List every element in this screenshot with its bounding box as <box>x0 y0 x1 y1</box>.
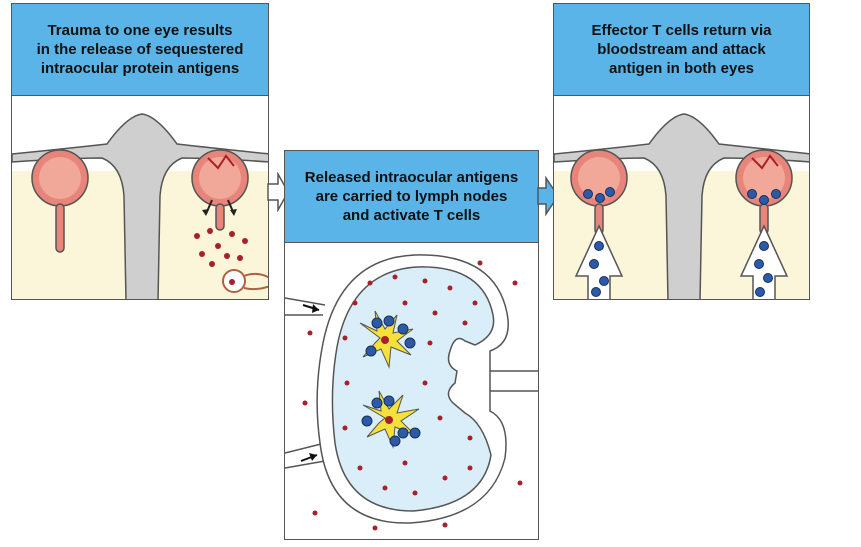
panel-lymph-node: Released intraocular antigens are carrie… <box>284 150 539 540</box>
bloodstream-arrow-right <box>739 224 789 299</box>
caption-line: and activate T cells <box>342 207 481 224</box>
caption-line: Effector T cells return via <box>591 22 772 39</box>
eye-left <box>570 149 628 235</box>
panel-attack-caption: Effector T cells return via bloodstream … <box>554 4 809 96</box>
caption-line: Released intraocular antigens <box>304 169 519 186</box>
antigen-dots <box>302 260 523 531</box>
flow-arrow-right <box>267 172 289 212</box>
panel-attack: Effector T cells return via bloodstream … <box>553 3 810 300</box>
flow-arrow-right <box>537 176 559 216</box>
injured-eye-right <box>191 149 249 231</box>
caption-line: in the release of sequestered <box>36 41 244 58</box>
eye-right <box>735 149 793 235</box>
trauma-illustration <box>12 96 268 299</box>
caption-line: intraocular protein antigens <box>40 60 240 77</box>
caption-line: Trauma to one eye results <box>47 22 233 39</box>
healthy-eye-left <box>31 149 89 253</box>
t-cells <box>361 315 421 447</box>
caption-line: are carried to lymph nodes <box>315 188 508 205</box>
caption-line: bloodstream and attack <box>597 41 766 58</box>
lymph-vessel <box>222 269 268 293</box>
panel-trauma-caption: Trauma to one eye results in the release… <box>12 4 268 96</box>
released-antigens <box>194 228 248 267</box>
caption-line: antigen in both eyes <box>608 60 755 77</box>
bloodstream-arrow-left <box>574 224 624 299</box>
attack-illustration <box>554 96 809 299</box>
panel-trauma: Trauma to one eye results in the release… <box>11 3 269 300</box>
lymph-node-illustration <box>285 254 538 531</box>
panel-lymph-caption: Released intraocular antigens are carrie… <box>285 151 538 243</box>
